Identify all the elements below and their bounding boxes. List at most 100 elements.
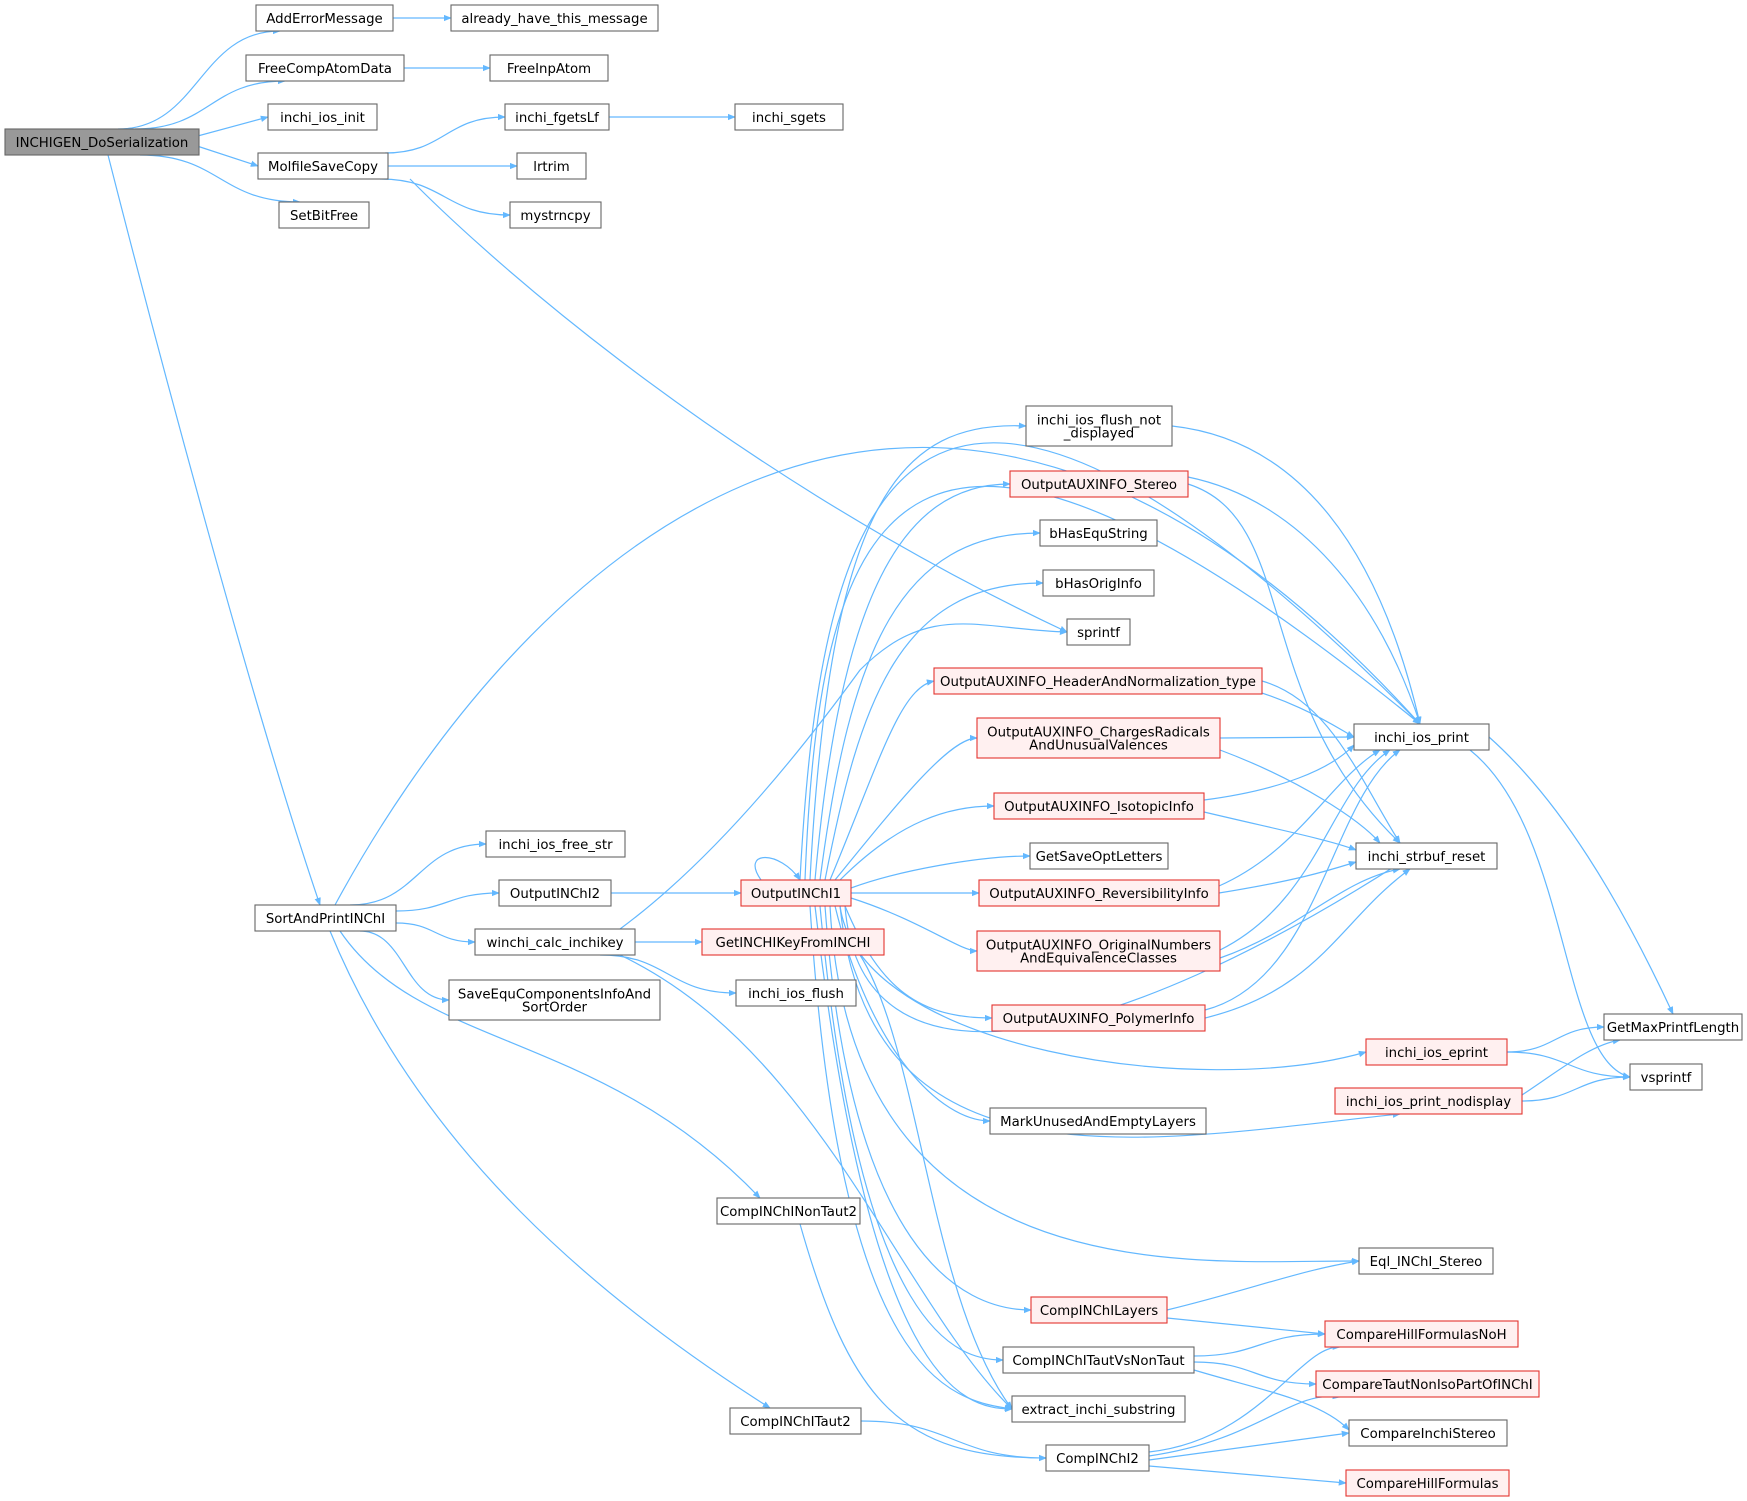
call-arrow <box>1219 749 1391 951</box>
node-label: OutputAUXINFO_ReversibilityInfo <box>989 887 1209 902</box>
function-node-setbit[interactable]: SetBitFree <box>278 201 370 229</box>
node-label: CompINChI2 <box>1056 1452 1139 1467</box>
function-node-freeinp[interactable]: FreeInpAtom <box>489 54 609 82</box>
function-node-auxiso[interactable]: OutputAUXINFO_IsotopicInfo <box>993 792 1205 820</box>
node-box <box>991 1004 1206 1032</box>
call-edge <box>1218 861 1357 894</box>
function-node-sprintf[interactable]: sprintf <box>1066 618 1131 646</box>
node-label: OutputINChI1 <box>751 887 841 902</box>
function-node-bhasorig[interactable]: bHasOrigInfo <box>1042 569 1155 597</box>
function-node-auxorig[interactable]: OutputAUXINFO_OriginalNumbersAndEquivale… <box>976 930 1221 972</box>
node-box <box>1042 569 1155 597</box>
call-arrow <box>819 529 1041 881</box>
function-node-root[interactable]: INCHIGEN_DoSerialization <box>4 128 200 156</box>
node-box <box>1039 519 1158 547</box>
call-arrow <box>1219 867 1401 959</box>
function-node-eprint[interactable]: inchi_ios_eprint <box>1365 1038 1508 1066</box>
function-node-layers[interactable]: CompINChILayers <box>1030 1296 1168 1324</box>
node-label: _displayed <box>1063 427 1134 442</box>
call-arrow <box>1193 1369 1350 1431</box>
function-node-nontaut2[interactable]: CompINChINonTaut2 <box>716 1197 861 1225</box>
function-node-lrtrim[interactable]: lrtrim <box>516 152 587 180</box>
function-node-cmpstereo[interactable]: CompareInchiStereo <box>1348 1419 1508 1447</box>
function-node-already[interactable]: already_have_this_message <box>450 4 659 32</box>
call-edge <box>804 485 1421 881</box>
call-edge <box>1219 867 1401 959</box>
function-node-sgets[interactable]: inchi_sgets <box>734 103 844 131</box>
function-node-nodisp[interactable]: inchi_ios_print_nodisplay <box>1334 1087 1523 1115</box>
call-arrow <box>1166 1258 1360 1311</box>
node-label: lrtrim <box>533 160 570 175</box>
call-arrow <box>619 623 1068 930</box>
call-edge <box>1166 1317 1326 1337</box>
function-node-hill[interactable]: CompareHillFormulas <box>1345 1469 1510 1497</box>
function-node-auxrev[interactable]: OutputAUXINFO_ReversibilityInfo <box>978 879 1220 907</box>
call-arrow <box>839 802 995 881</box>
call-edge <box>834 734 978 881</box>
node-box <box>255 4 394 32</box>
call-edge <box>1219 749 1381 844</box>
function-node-adderr[interactable]: AddErrorMessage <box>255 4 394 32</box>
node-box <box>1030 1296 1168 1324</box>
function-node-sortprint[interactable]: SortAndPrintINChI <box>254 904 397 932</box>
function-node-auxstereo[interactable]: OutputAUXINFO_Stereo <box>1009 470 1189 498</box>
node-box <box>1011 1395 1186 1423</box>
function-node-auxhdr[interactable]: OutputAUXINFO_HeaderAndNormalization_typ… <box>933 667 1263 695</box>
call-edge <box>819 529 1041 881</box>
node-box <box>735 979 857 1007</box>
node-label: CompareTautNonIsoPartOfINChI <box>1322 1378 1532 1393</box>
function-node-tautvs[interactable]: CompINChITautVsNonTaut <box>1002 1346 1195 1374</box>
node-box <box>489 54 609 82</box>
call-arrow <box>409 178 1068 633</box>
node-label: CompareHillFormulas <box>1356 1477 1498 1492</box>
function-node-strbuf[interactable]: inchi_strbuf_reset <box>1355 842 1498 870</box>
node-label: OutputAUXINFO_IsotopicInfo <box>1004 800 1194 815</box>
node-label: CompareInchiStereo <box>1360 1427 1495 1442</box>
function-node-molfile[interactable]: MolfileSaveCopy <box>257 152 389 180</box>
function-node-tautnoniso[interactable]: CompareTautNonIsoPartOfINChI <box>1315 1370 1540 1398</box>
function-node-iosinit[interactable]: inchi_ios_init <box>267 103 378 131</box>
function-node-vsprintf[interactable]: vsprintf <box>1629 1063 1703 1091</box>
call-arrow <box>799 442 1421 881</box>
function-node-out2[interactable]: OutputINChI2 <box>498 879 612 907</box>
call-arrow <box>754 857 801 881</box>
function-node-auxchg[interactable]: OutputAUXINFO_ChargesRadicalsAndUnusualV… <box>976 717 1221 759</box>
function-node-taut2[interactable]: CompINChITaut2 <box>729 1407 862 1435</box>
function-node-mystrn[interactable]: mystrncpy <box>509 201 602 229</box>
call-arrow <box>1171 425 1422 725</box>
function-node-out1[interactable]: OutputINChI1 <box>740 879 852 907</box>
node-label: OutputAUXINFO_Stereo <box>1021 478 1177 493</box>
call-arrow <box>850 897 978 955</box>
function-node-getsave[interactable]: GetSaveOptLetters <box>1029 842 1169 870</box>
function-node-hillnoh[interactable]: CompareHillFormulasNoH <box>1324 1320 1519 1348</box>
call-arrow <box>395 889 500 912</box>
node-box <box>1353 723 1490 751</box>
function-node-eqlstereo[interactable]: Eql_INChI_Stereo <box>1358 1247 1494 1275</box>
function-node-flushnd[interactable]: inchi_ios_flush_not_displayed <box>1025 405 1173 447</box>
call-arrow <box>1521 1038 1621 1096</box>
call-edge <box>819 905 1004 1364</box>
call-arrow <box>1187 476 1421 725</box>
function-node-getkey[interactable]: GetINCHIKeyFromINCHI <box>701 928 885 956</box>
function-node-freecomp[interactable]: FreeCompAtomData <box>245 54 405 82</box>
function-node-winchikey[interactable]: winchi_calc_inchikey <box>474 928 636 956</box>
function-node-iosflush[interactable]: inchi_ios_flush <box>735 979 857 1007</box>
function-node-markunused[interactable]: MarkUnusedAndEmptyLayers <box>989 1107 1207 1135</box>
function-node-freestr[interactable]: inchi_ios_free_str <box>485 830 626 858</box>
function-node-compinchi2[interactable]: CompINChI2 <box>1045 1444 1150 1472</box>
call-arrow <box>1203 811 1357 851</box>
function-node-fgets[interactable]: inchi_fgetsLf <box>504 103 610 131</box>
function-node-getmax[interactable]: GetMaxPrintfLength <box>1603 1013 1743 1041</box>
function-node-iosprint[interactable]: inchi_ios_print <box>1353 723 1490 751</box>
call-arrow <box>1148 1430 1350 1461</box>
function-node-bhasequ[interactable]: bHasEquString <box>1039 519 1158 547</box>
node-label: SaveEquComponentsInfoAnd <box>458 988 651 1003</box>
call-edge <box>809 422 1027 881</box>
call-edge <box>1521 1038 1621 1096</box>
function-node-auxpoly[interactable]: OutputAUXINFO_PolymerInfo <box>991 1004 1206 1032</box>
call-edge <box>1204 749 1401 1011</box>
function-node-extract[interactable]: extract_inchi_substring <box>1011 1395 1186 1423</box>
call-edge <box>1171 425 1422 725</box>
